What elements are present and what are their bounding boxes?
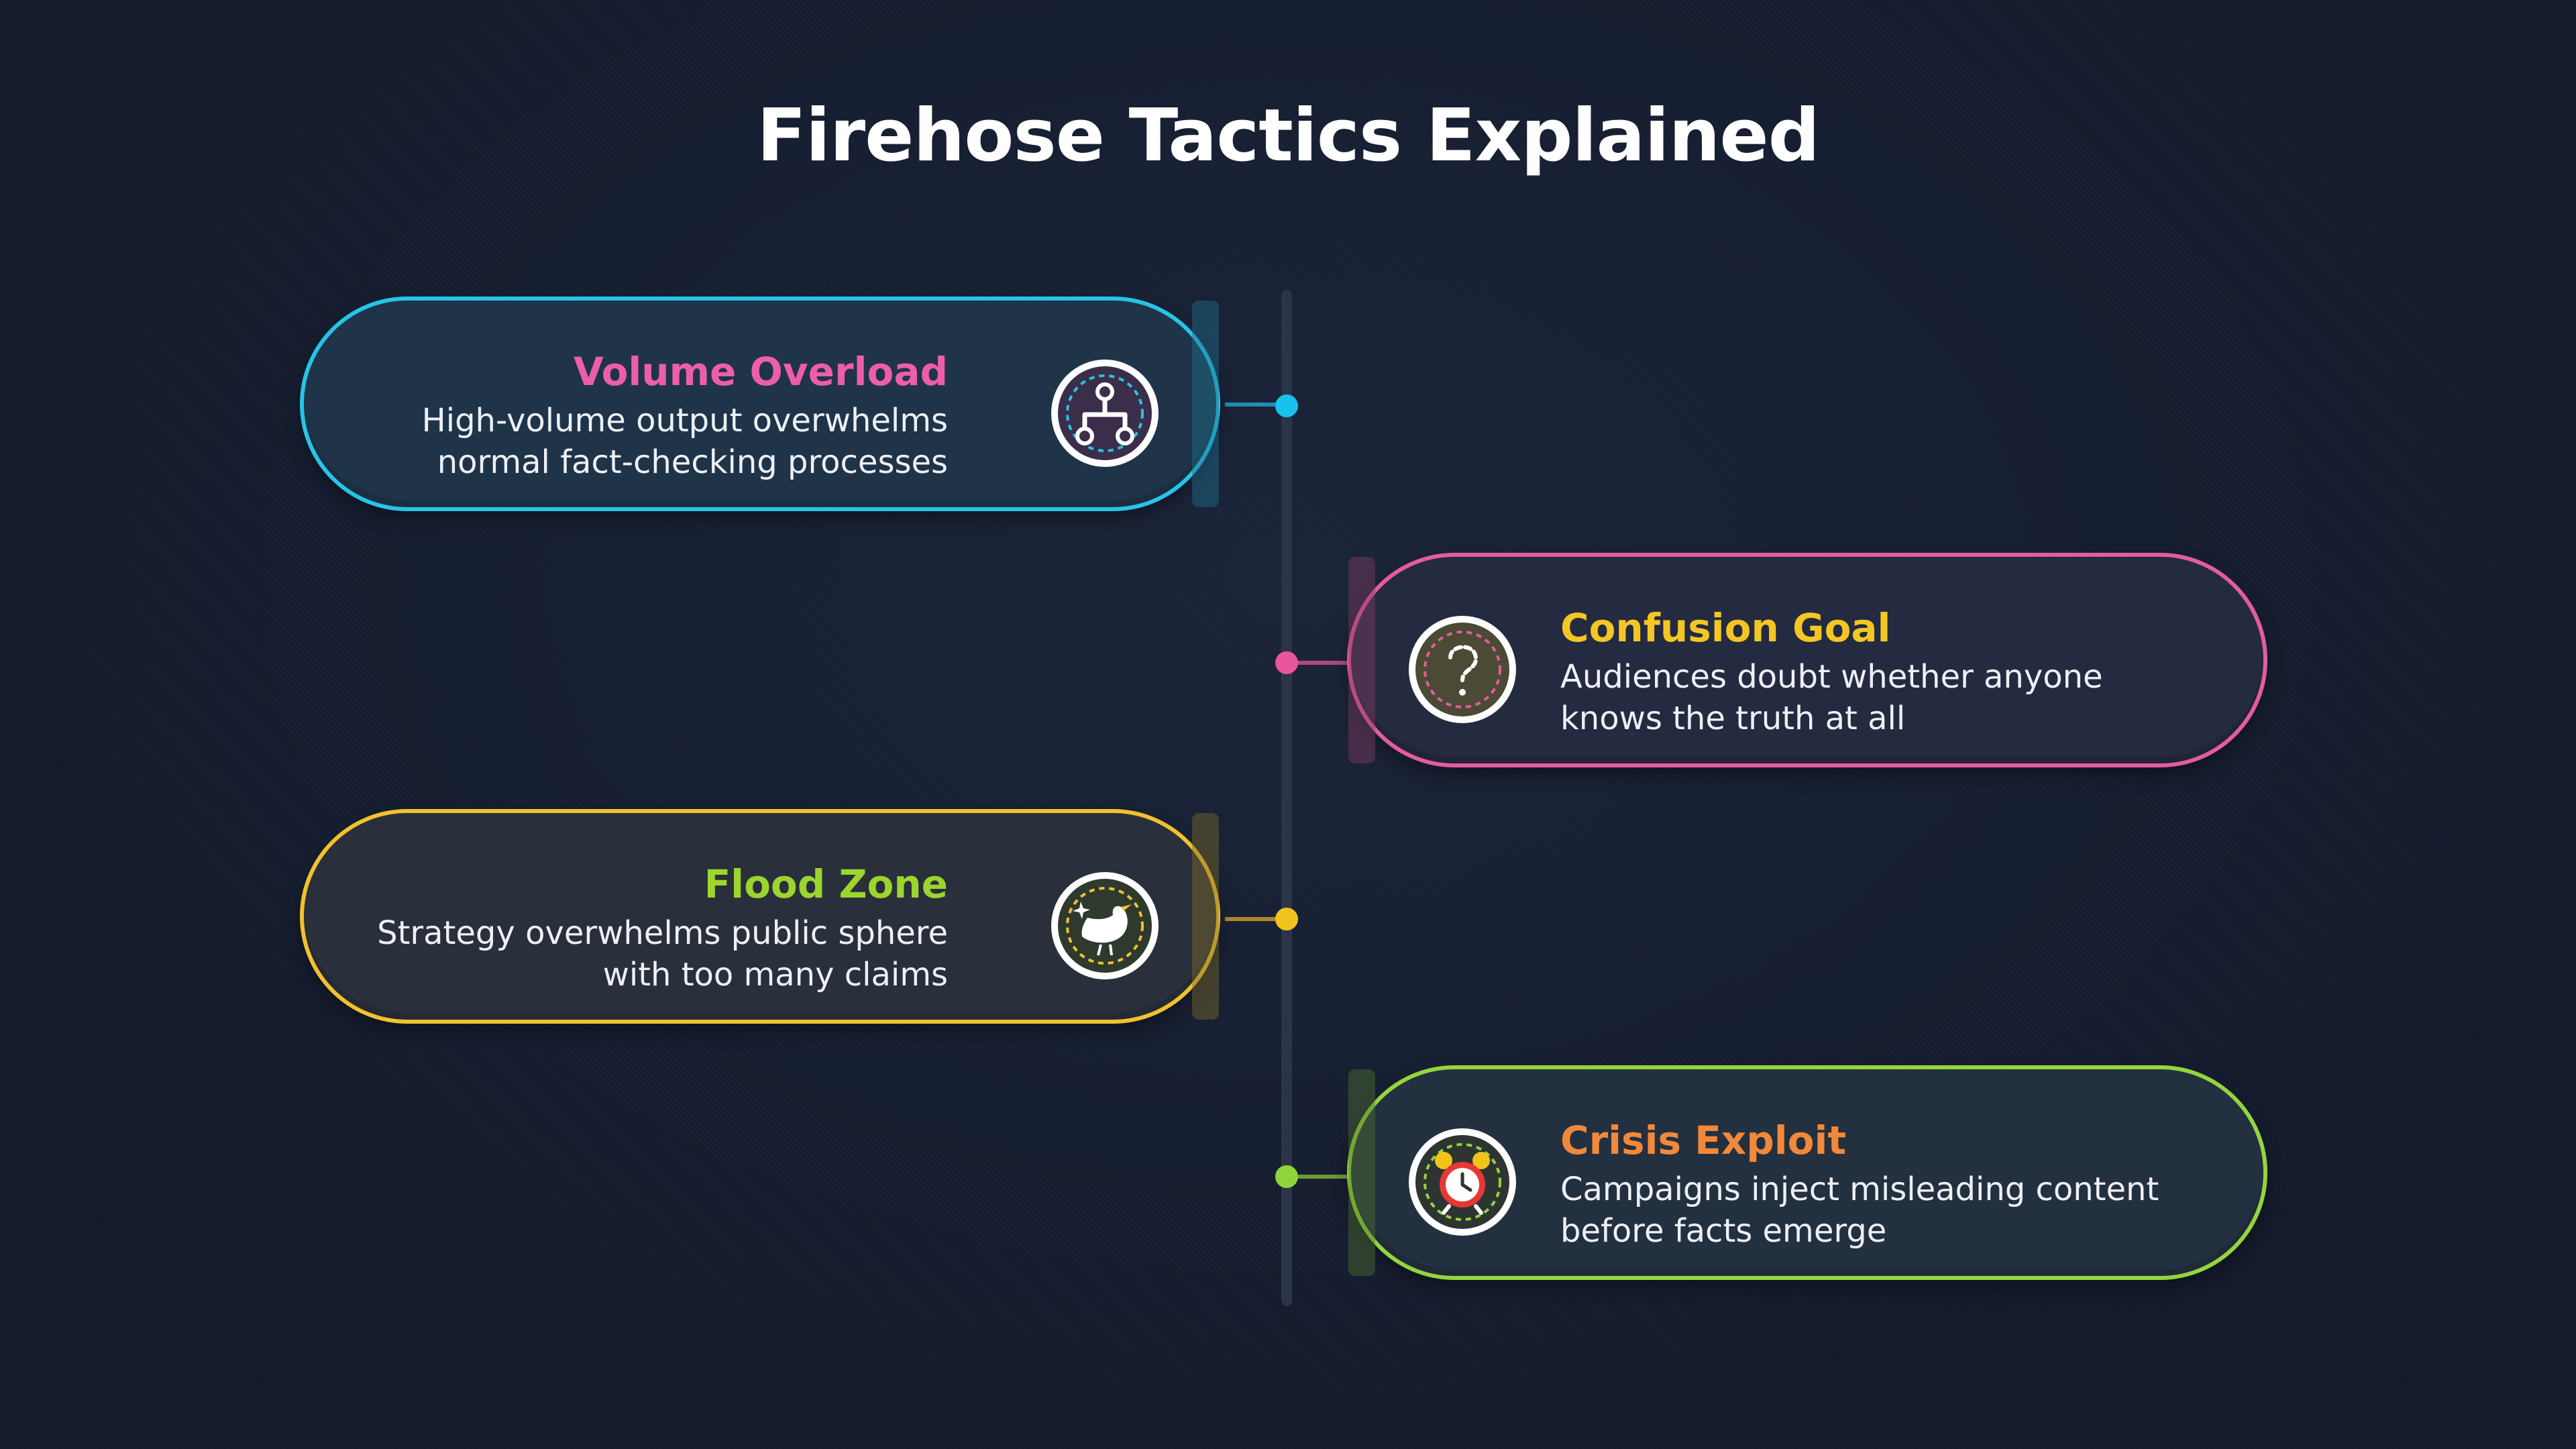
badge-confusion-goal xyxy=(1409,616,1516,723)
connector-volume-overload xyxy=(1225,402,1289,407)
bird-icon xyxy=(1066,887,1144,965)
connector-flood-zone xyxy=(1225,917,1289,921)
badge-flood-zone xyxy=(1051,872,1159,979)
timeline-spine xyxy=(1281,290,1292,1306)
card-confusion-goal: Confusion Goal Audiences doubt whether a… xyxy=(1347,553,2267,767)
alarm-clock-icon xyxy=(1424,1143,1501,1221)
badge-volume-overload xyxy=(1051,360,1159,467)
card-tab xyxy=(1348,557,1375,763)
card-description-line2: normal fact-checking processes xyxy=(437,443,948,481)
card-description-line2: with too many claims xyxy=(602,956,948,994)
card-heading: Volume Overload xyxy=(573,349,948,394)
card-description-line2: before facts emerge xyxy=(1560,1212,1887,1250)
card-description-line1: High-volume output overwhelms xyxy=(421,402,948,439)
timeline-dot-volume-overload xyxy=(1275,394,1298,417)
network-tree-icon xyxy=(1066,374,1144,452)
page-title: Firehose Tactics Explained xyxy=(757,94,1820,178)
question-mark-icon xyxy=(1424,631,1501,708)
card-description-line1: Campaigns inject misleading content xyxy=(1560,1171,2159,1208)
timeline-dot-flood-zone xyxy=(1275,908,1298,930)
card-description-line1: Strategy overwhelms public sphere xyxy=(377,914,948,952)
card-description-line1: Audiences doubt whether anyone xyxy=(1560,658,2103,696)
timeline-dot-confusion-goal xyxy=(1275,651,1298,674)
timeline-dot-crisis-exploit xyxy=(1275,1165,1298,1188)
card-heading: Flood Zone xyxy=(704,861,948,907)
card-tab xyxy=(1348,1069,1375,1276)
card-volume-overload: Volume Overload High-volume output overw… xyxy=(300,297,1220,511)
card-flood-zone: Flood Zone Strategy overwhelms public sp… xyxy=(300,809,1220,1024)
connector-crisis-exploit xyxy=(1287,1175,1351,1179)
card-heading: Confusion Goal xyxy=(1560,605,1891,651)
card-description-line2: knows the truth at all xyxy=(1560,700,1906,737)
card-tab xyxy=(1192,813,1219,1020)
card-crisis-exploit: Crisis Exploit Campaigns inject misleadi… xyxy=(1347,1065,2267,1280)
connector-confusion-goal xyxy=(1287,661,1351,665)
card-heading: Crisis Exploit xyxy=(1560,1118,1847,1163)
badge-crisis-exploit xyxy=(1409,1128,1516,1236)
card-tab xyxy=(1192,301,1219,507)
